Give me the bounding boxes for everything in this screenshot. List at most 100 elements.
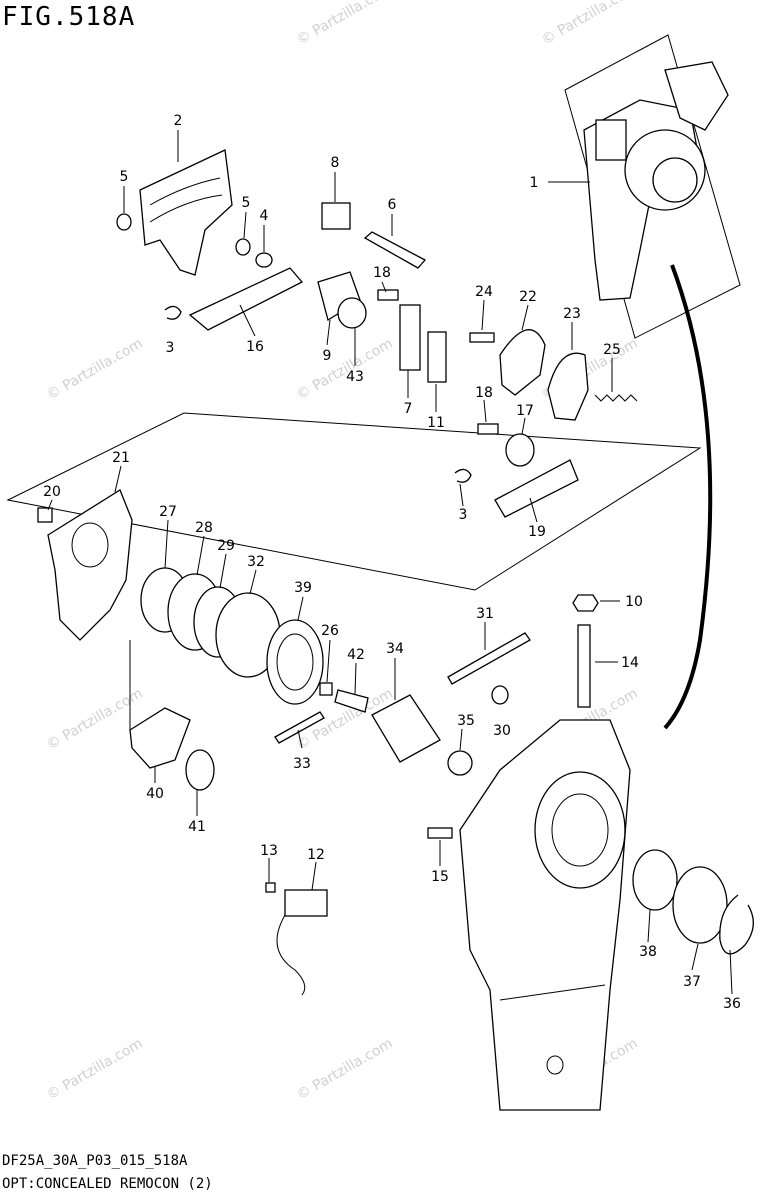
part-42-shaft (334, 689, 369, 713)
callout-21: 21 (112, 450, 130, 466)
part-30-ball (491, 685, 509, 705)
callout-10: 10 (625, 594, 643, 610)
callout-11: 11 (427, 415, 445, 431)
callout-28: 28 (195, 520, 213, 536)
callout-18: 18 (373, 265, 391, 281)
part-21-plate-hole (71, 522, 109, 568)
watermark: © Partzilla.com (294, 1036, 396, 1104)
callout-14: 14 (621, 655, 639, 671)
part-13-screw (265, 882, 276, 893)
part-8-neutral-switch (321, 202, 351, 230)
callout-6: 6 (388, 197, 397, 213)
callout-33: 33 (293, 756, 311, 772)
part-11-plate (427, 331, 447, 383)
part-41-bushing (185, 749, 215, 791)
part-18-bolt (477, 423, 499, 435)
callout-20: 20 (43, 484, 61, 500)
part-23-cam (547, 352, 589, 421)
callout-29: 29 (217, 538, 235, 554)
callout-30: 30 (493, 723, 511, 739)
callout-16: 16 (246, 339, 264, 355)
part-36-circlip (719, 894, 754, 955)
part-16-lever (188, 267, 304, 331)
callout-23: 23 (563, 306, 581, 322)
part-35-bushing (447, 750, 473, 776)
part-6-shaft (363, 231, 427, 269)
callout-25: 25 (603, 342, 621, 358)
part-31-rod (447, 632, 531, 685)
part-40-bracket (129, 707, 191, 769)
part-7-plate (399, 304, 421, 371)
callout-18: 18 (475, 385, 493, 401)
callout-1: 1 (530, 175, 539, 191)
figure-description: OPT:CONCEALED REMOCON (2) (2, 1176, 213, 1192)
callout-24: 24 (475, 284, 493, 300)
part-14-stud-bolt (577, 624, 591, 708)
figure-code: DF25A_30A_P03_015_518A (2, 1153, 188, 1169)
callout-27: 27 (159, 504, 177, 520)
callout-5: 5 (242, 195, 251, 211)
part-2-bracket (139, 149, 233, 276)
callout-15: 15 (431, 869, 449, 885)
part-39-plate (266, 619, 324, 705)
callout-40: 40 (146, 786, 164, 802)
part-15-screw (427, 827, 453, 839)
watermark: © Partzilla.com (44, 1036, 146, 1104)
watermark: © Partzilla.com (294, 336, 396, 404)
assembly-frame-clutch (6, 412, 702, 591)
part-3-clip (164, 305, 182, 320)
callout-12: 12 (307, 847, 325, 863)
callout-42: 42 (347, 647, 365, 663)
part-5-circlip (116, 213, 132, 231)
part-5-circlip (235, 238, 251, 256)
callout-41: 41 (188, 819, 206, 835)
callout-31: 31 (476, 606, 494, 622)
callout-32: 32 (247, 554, 265, 570)
callout-26: 26 (321, 623, 339, 639)
callout-35: 35 (457, 713, 475, 729)
watermark: © Partzilla.com (44, 336, 146, 404)
callout-37: 37 (683, 974, 701, 990)
part-37-washer (672, 866, 728, 944)
part-43-bushing (337, 297, 367, 329)
watermark: © Partzilla.com (539, 0, 641, 48)
part-21-plate (47, 489, 133, 641)
part-17-washer (505, 433, 535, 467)
part-12-switch (276, 889, 328, 996)
callout-labels: 1 2 3 3 4 5 5 6 7 8 9 10 11 12 13 14 15 … (43, 113, 741, 1012)
callout-9: 9 (323, 348, 332, 364)
figure-title: FIG.518A (2, 2, 136, 32)
callout-34: 34 (386, 641, 404, 657)
part-10-nut (572, 594, 599, 612)
part-38-bushing (632, 849, 678, 911)
part-25-spring (594, 394, 638, 402)
callout-19: 19 (528, 524, 546, 540)
remocon-case (459, 719, 631, 1111)
part-19-link (494, 459, 579, 518)
assembly-arrow (663, 264, 713, 730)
leader-lines (47, 130, 733, 995)
callout-17: 17 (516, 403, 534, 419)
callout-5: 5 (120, 169, 129, 185)
part-20-screw (37, 507, 53, 523)
part-26-pin (319, 682, 333, 696)
callout-13: 13 (260, 843, 278, 859)
callout-4: 4 (260, 208, 269, 224)
callout-3: 3 (459, 507, 468, 523)
part-22-cam (499, 329, 546, 396)
watermark: © Partzilla.com (294, 0, 396, 48)
part-18-bolt (377, 289, 399, 301)
part-1-remocon-unit (583, 61, 729, 301)
callout-36: 36 (723, 996, 741, 1012)
callout-39: 39 (294, 580, 312, 596)
part-34-gear (371, 694, 441, 763)
part-33-pin (274, 711, 325, 744)
callout-3: 3 (166, 340, 175, 356)
part-4-washer (255, 252, 273, 268)
part-24-screw (469, 332, 495, 343)
callout-8: 8 (331, 155, 340, 171)
callout-38: 38 (639, 944, 657, 960)
callout-2: 2 (174, 113, 183, 129)
callout-7: 7 (404, 401, 413, 417)
